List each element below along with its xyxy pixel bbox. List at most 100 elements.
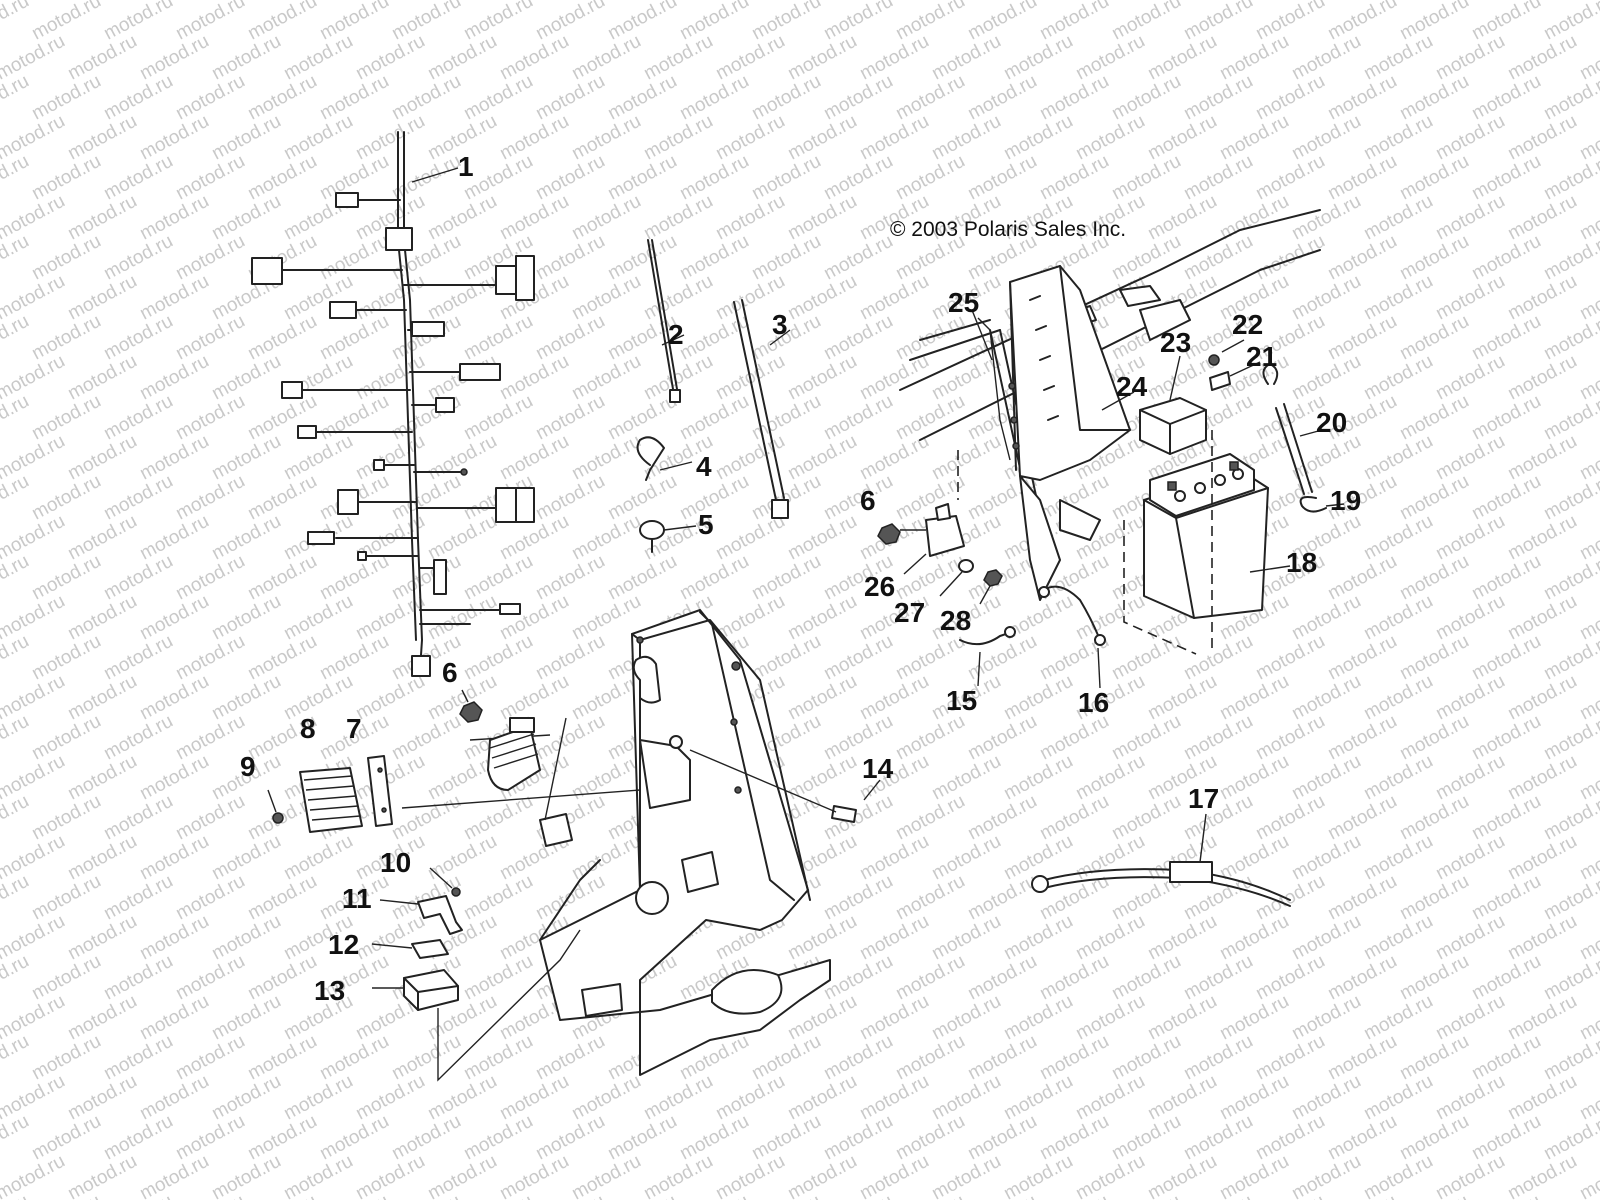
watermark-text: motod.ru — [820, 471, 896, 525]
watermark-text: motod.ru — [352, 1071, 428, 1125]
watermark-text: motod.ru — [28, 391, 104, 445]
part-19-terminal[interactable] — [1299, 496, 1345, 513]
watermark-text: motod.ru — [928, 31, 1004, 85]
part-24-battery-box[interactable] — [1008, 265, 1135, 601]
callout-7: 7 — [346, 713, 362, 744]
part-3-cable-tie[interactable] — [733, 299, 791, 519]
watermark-text: motod.ru — [172, 1191, 248, 1200]
watermark-text: motod.ru — [388, 551, 464, 605]
watermark-text: motod.ru — [784, 431, 860, 485]
watermark-text: motod.ru — [316, 551, 392, 605]
part-13-module[interactable] — [372, 929, 581, 1082]
part-18-battery[interactable] — [957, 430, 1291, 655]
watermark-text: motod.ru — [460, 0, 536, 44]
part-16-cable[interactable] — [1038, 585, 1106, 689]
watermark-text: motod.ru — [28, 71, 104, 125]
watermark-text: motod.ru — [1216, 751, 1292, 805]
watermark-text: motod.ru — [1000, 911, 1076, 965]
part-5-grommet[interactable] — [639, 520, 697, 553]
part-2-cable-tie[interactable] — [647, 239, 685, 403]
callout-11: 11 — [342, 883, 372, 914]
watermark-text: motod.ru — [172, 0, 248, 44]
part-20-battery-cable[interactable] — [1262, 363, 1323, 495]
watermark-text: motod.ru — [496, 191, 572, 245]
watermark-text: motod.ru — [172, 1031, 248, 1085]
part-11-bracket[interactable] — [379, 895, 463, 935]
watermark-text: motod.ru — [1036, 1191, 1112, 1200]
watermark-text: motod.ru — [1252, 871, 1328, 925]
watermark-text: motod.ru — [172, 391, 248, 445]
watermark-text: motod.ru — [892, 71, 968, 125]
watermark-text: motod.ru — [928, 991, 1004, 1045]
watermark-text: motod.ru — [856, 111, 932, 165]
watermark-text: motod.ru — [460, 1031, 536, 1085]
watermark-text: motod.ru — [1432, 831, 1508, 885]
watermark-text: motod.ru — [208, 351, 284, 405]
watermark-text: motod.ru — [1396, 1111, 1472, 1165]
part-1-wiring-harness[interactable] — [251, 131, 535, 677]
watermark-text: motod.ru — [172, 231, 248, 285]
watermark-text: motod.ru — [460, 551, 536, 605]
watermark-text: motod.ru — [892, 1111, 968, 1165]
watermark-text: motod.ru — [1396, 1031, 1472, 1085]
watermark-text: motod.ru — [388, 711, 464, 765]
watermark-text: motod.ru — [244, 1111, 320, 1165]
watermark-text: motod.ru — [208, 191, 284, 245]
watermark-text: motod.ru — [604, 1191, 680, 1200]
watermark-text: motod.ru — [964, 1031, 1040, 1085]
watermark-text: motod.ru — [1252, 791, 1328, 845]
watermark-text: motod.ru — [1288, 431, 1364, 485]
watermark-text: motod.ru — [244, 0, 320, 44]
part-22-bolt[interactable] — [1208, 339, 1245, 366]
watermark-text: motod.ru — [640, 271, 716, 325]
watermark-text: motod.ru — [1000, 111, 1076, 165]
part-25-bracket[interactable] — [971, 309, 1011, 461]
watermark-text: motod.ru — [1072, 1151, 1148, 1200]
watermark-text: motod.ru — [928, 911, 1004, 965]
watermark-text: motod.ru — [100, 231, 176, 285]
watermark-text: motod.ru — [568, 31, 644, 85]
watermark-text: motod.ru — [1432, 351, 1508, 405]
watermark-text: motod.ru — [1144, 991, 1220, 1045]
watermark-text: motod.ru — [1180, 711, 1256, 765]
part-27-washer[interactable] — [939, 559, 974, 597]
watermark-text: motod.ru — [1144, 671, 1220, 725]
frame-bracket — [401, 609, 831, 1076]
part-4-clip[interactable] — [636, 436, 693, 481]
part-7-strap[interactable] — [367, 755, 393, 827]
watermark-text: motod.ru — [64, 911, 140, 965]
part-6-nut-right[interactable] — [877, 523, 901, 545]
watermark-text: motod.ru — [208, 31, 284, 85]
watermark-text: motod.ru — [820, 0, 896, 44]
watermark-text: motod.ru — [1432, 271, 1508, 325]
part-15-cable[interactable] — [959, 626, 1016, 687]
watermark-text: motod.ru — [316, 1111, 392, 1165]
watermark-text: motod.ru — [1288, 991, 1364, 1045]
part-8-heat-sink[interactable] — [299, 767, 363, 833]
part-26-relay[interactable] — [900, 503, 965, 575]
watermark-text: motod.ru — [676, 0, 752, 44]
watermark-text: motod.ru — [28, 951, 104, 1005]
part-28-nut[interactable] — [979, 569, 1003, 605]
watermark-text: motod.ru — [280, 1151, 356, 1200]
part-14-bolt[interactable] — [689, 749, 881, 823]
watermark-text: motod.ru — [316, 71, 392, 125]
watermark-text: motod.ru — [784, 911, 860, 965]
watermark-text: motod.ru — [244, 471, 320, 525]
part-21-cable-clamp[interactable] — [1209, 361, 1261, 391]
watermark-text: motod.ru — [820, 71, 896, 125]
part-17-ground-cable[interactable] — [1031, 813, 1291, 907]
watermark-text: motod.ru — [1108, 1191, 1184, 1200]
part-9-screw[interactable] — [267, 789, 284, 824]
watermark-text: motod.ru — [640, 1151, 716, 1200]
watermark-text: motod.ru — [1108, 1031, 1184, 1085]
part-12-pad[interactable] — [371, 939, 449, 959]
part-6-nut-left[interactable] — [459, 689, 483, 723]
watermark-text: motod.ru — [820, 231, 896, 285]
watermark-text: motod.ru — [280, 111, 356, 165]
part-23-battery-pad[interactable] — [1139, 355, 1207, 455]
part-10-screw[interactable] — [429, 867, 461, 897]
watermark-text: motod.ru — [784, 511, 860, 565]
watermark-text: motod.ru — [568, 831, 644, 885]
